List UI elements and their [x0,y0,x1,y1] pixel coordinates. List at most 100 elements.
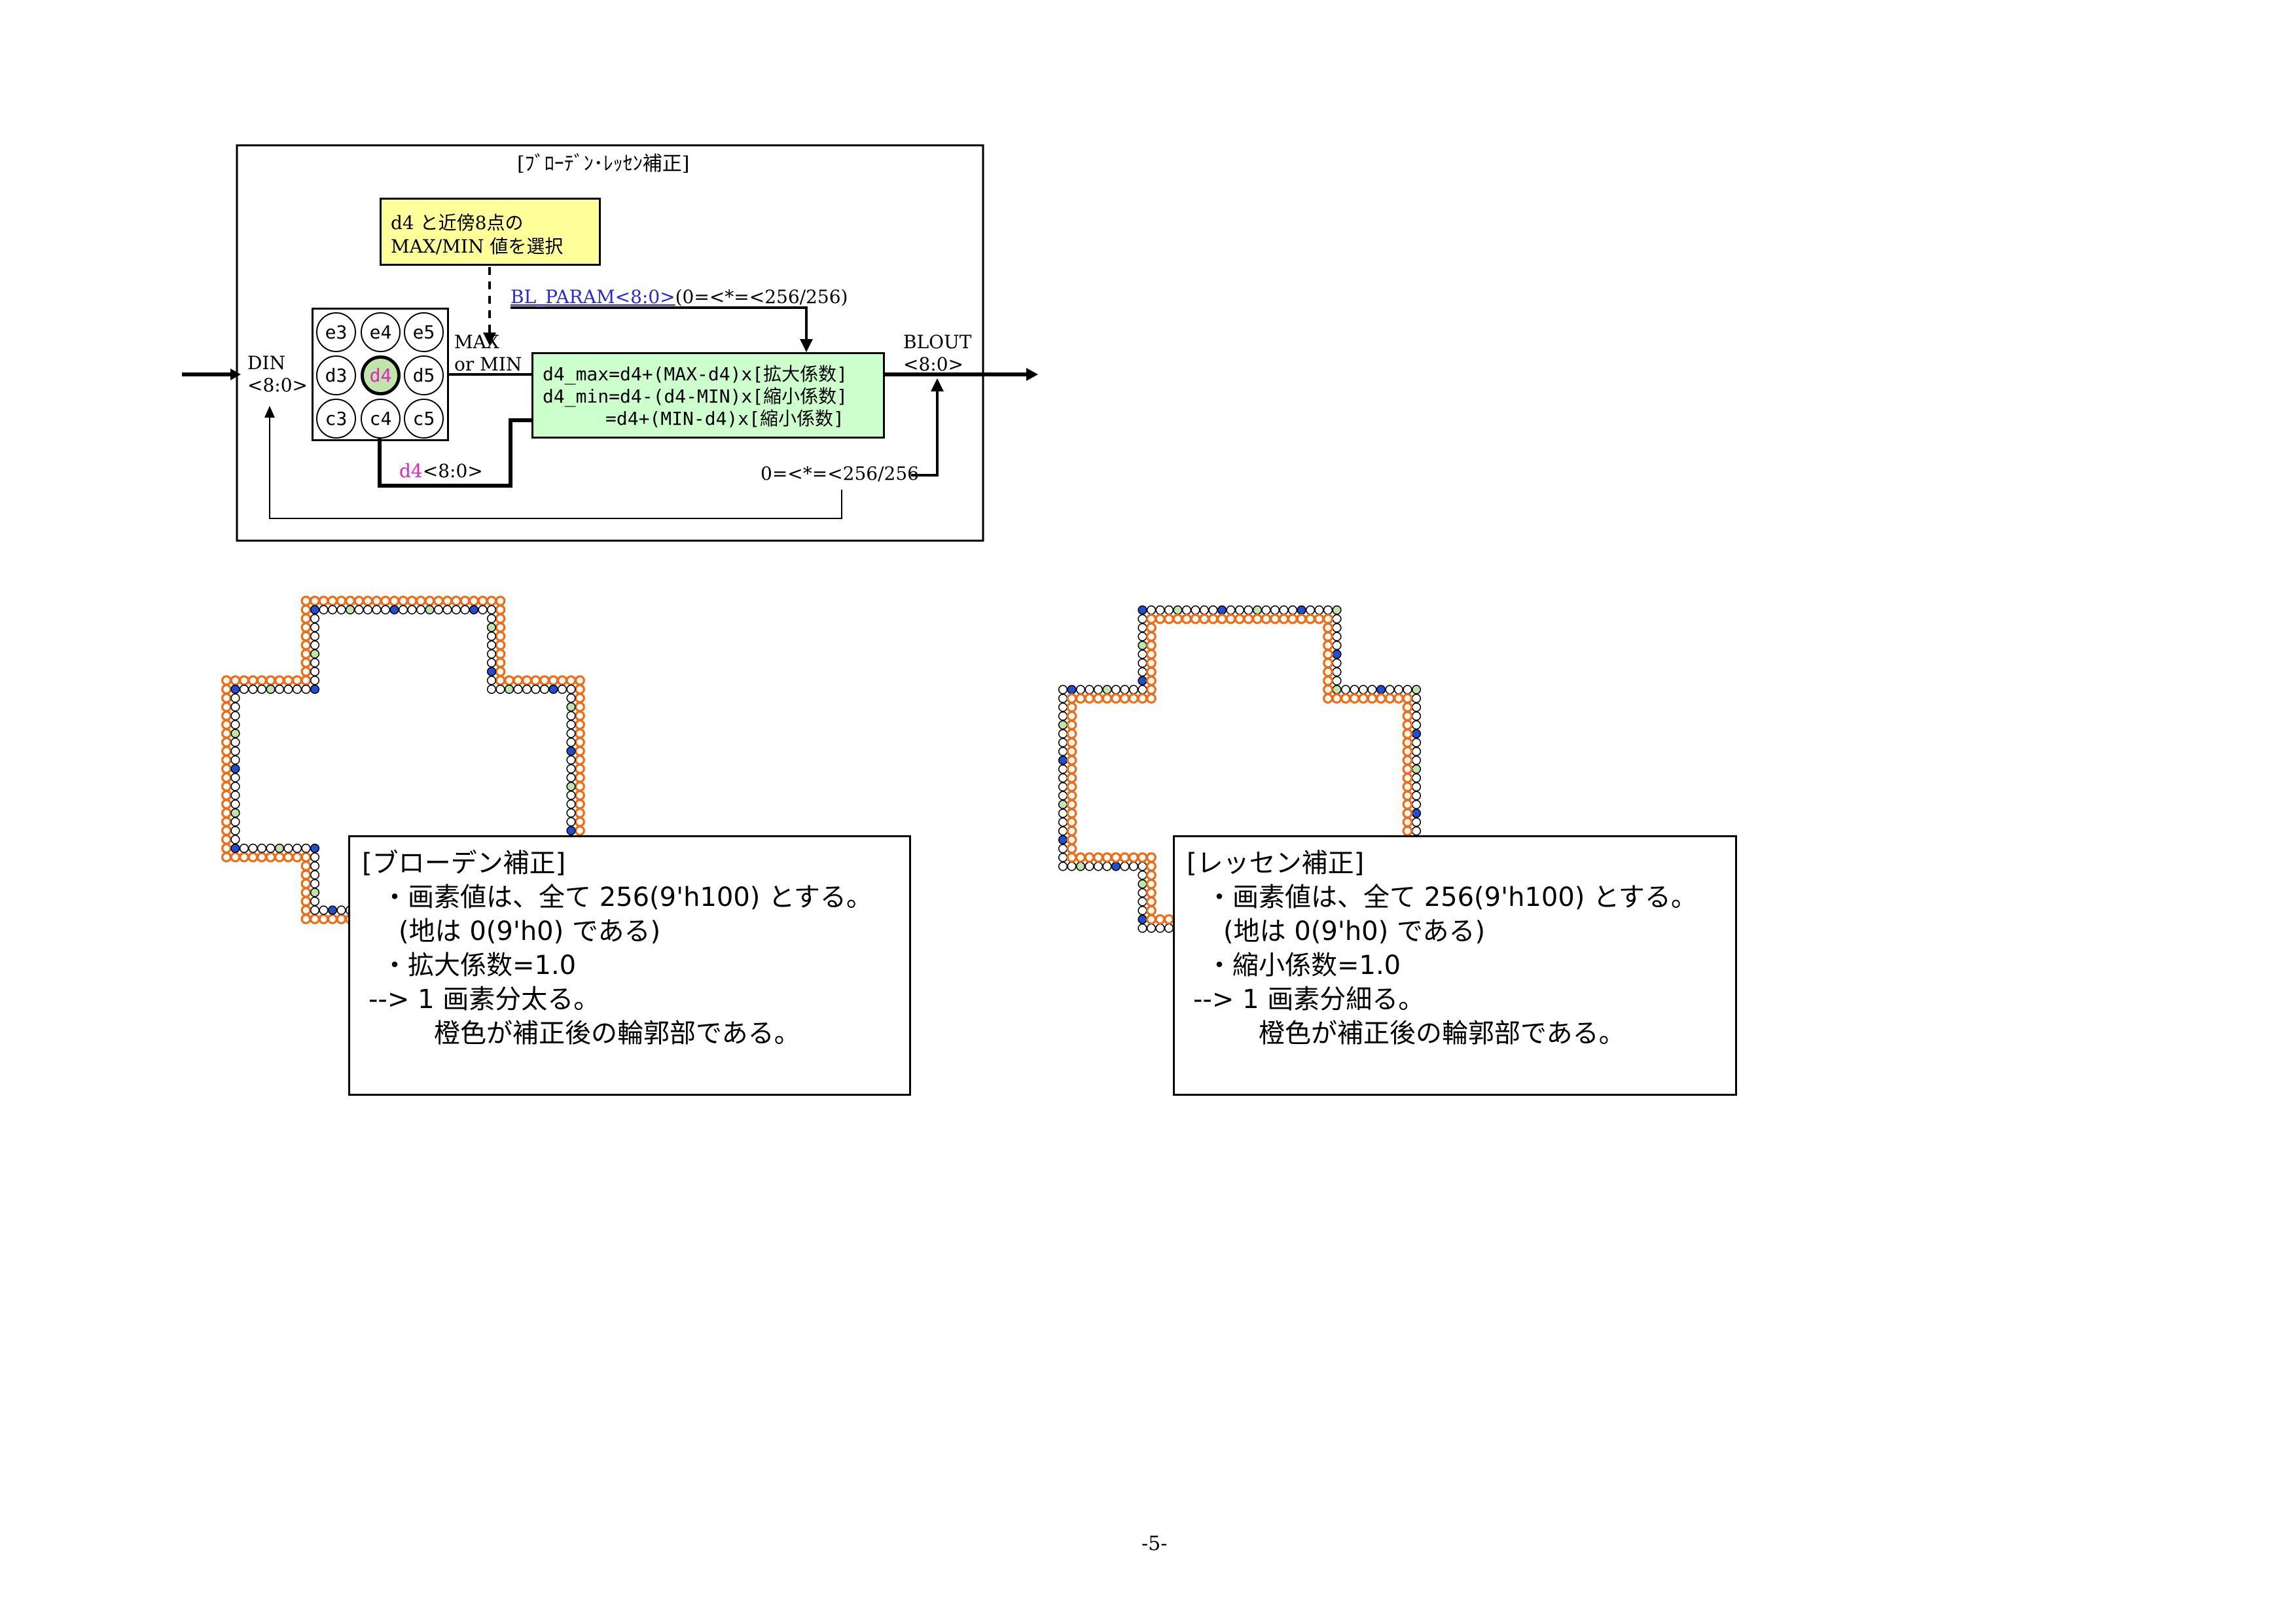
outline-pixel [575,772,585,783]
outline-pixel [310,596,320,606]
outline-pixel [486,676,497,685]
outline-pixel [566,799,576,809]
outline-pixel [1155,613,1166,624]
outline-pixel [1225,613,1236,624]
outline-pixel [327,905,338,915]
outline-pixel [1146,914,1157,925]
outline-pixel [300,861,312,871]
outline-pixel [1146,861,1157,872]
outline-pixel [1085,861,1094,871]
outline-pixel [566,711,576,721]
outline-pixel [495,657,506,668]
outline-pixel [1181,613,1192,624]
outline-pixel [504,684,514,695]
outline-pixel [1393,693,1404,704]
grid-cell-c3: c3 [316,399,356,439]
outline-pixel [575,702,585,712]
outline-pixel [230,808,240,818]
outline-pixel [230,746,240,756]
outline-pixel [1411,746,1422,757]
outline-pixel [1137,852,1148,863]
outline-pixel [1066,852,1077,863]
outline-pixel [1226,605,1236,615]
outline-pixel [1084,693,1095,704]
outline-pixel [230,843,240,854]
feedback-wire [269,414,842,519]
outline-pixel [1402,825,1413,837]
grid-cell-e4: e4 [361,312,401,352]
outline-pixel [310,613,320,624]
outline-pixel [283,684,293,695]
outline-pixel [1066,799,1077,810]
outline-pixel [1402,808,1413,819]
outline-pixel [230,719,240,730]
outline-pixel [310,649,320,659]
outline-pixel [230,782,240,791]
outline-pixel [1085,685,1094,695]
outline-pixel [1402,799,1413,810]
outline-pixel [1243,613,1254,624]
outline-pixel [300,896,312,907]
outline-pixel [1190,613,1201,624]
outline-pixel [1093,693,1103,704]
outline-pixel [265,675,276,686]
d4-bus-wire [378,418,531,488]
outline-pixel [1058,835,1068,845]
outline-pixel [1287,613,1298,624]
outline-pixel [1066,782,1077,792]
outline-pixel [300,604,312,615]
outline-pixel [548,675,559,686]
outline-pixel [1208,613,1219,624]
outline-pixel [310,658,320,668]
outline-pixel [300,869,312,880]
outline-pixel [1411,791,1422,801]
outline-pixel [1119,852,1130,863]
outline-pixel [1332,632,1342,641]
outline-pixel [1172,613,1183,624]
outline-pixel [300,622,312,633]
outline-pixel [1358,693,1369,704]
outline-pixel [486,605,497,615]
outline-pixel [221,763,232,774]
outline-pixel [327,605,338,615]
outline-pixel [310,640,320,650]
diagram-wires [182,144,1038,542]
outline-pixel [1066,755,1077,766]
outline-pixel [575,825,585,836]
outline-pixel [416,605,426,615]
outline-pixel [300,887,312,898]
outline-pixel [221,799,232,810]
outline-pixel [416,596,426,606]
outline-pixel [566,702,576,712]
outline-pixel [1146,676,1157,686]
outline-pixel [575,728,585,739]
page-number: -5- [1141,1532,1168,1555]
outline-pixel [1058,755,1068,765]
outline-pixel [1066,746,1077,757]
outline-pixel [221,808,232,818]
outline-pixel [300,905,312,916]
left-note-line-4: --> 1 画素分太る。 [368,984,600,1015]
outline-pixel [1411,826,1422,836]
outline-pixel [1058,852,1068,863]
outline-pixel [1066,702,1077,713]
grid-cell-e5: e5 [404,312,444,352]
maxmin-label-line-2: or MIN [454,353,522,375]
din-label: DIN <8:0> [247,352,308,397]
outline-pixel [1066,737,1077,748]
right-note-line-1: ・画素値は、全て 256(9'h100) とする。 [1206,882,1697,912]
outline-pixel [575,755,585,765]
outline-pixel [1323,658,1333,668]
outline-pixel [221,834,232,845]
outline-pixel [1323,684,1333,695]
outline-pixel [1155,605,1165,615]
outline-pixel [1402,737,1413,748]
outline-pixel [469,596,479,606]
right-note-line-2: (地は 0(9'h0) である) [1223,916,1486,947]
outline-pixel [319,605,329,615]
outline-pixel [1403,685,1412,695]
outline-pixel [1332,667,1342,677]
left-note-title: [ブローデン補正] [362,848,566,878]
outline-pixel [575,675,585,686]
outline-pixel [1164,613,1174,624]
